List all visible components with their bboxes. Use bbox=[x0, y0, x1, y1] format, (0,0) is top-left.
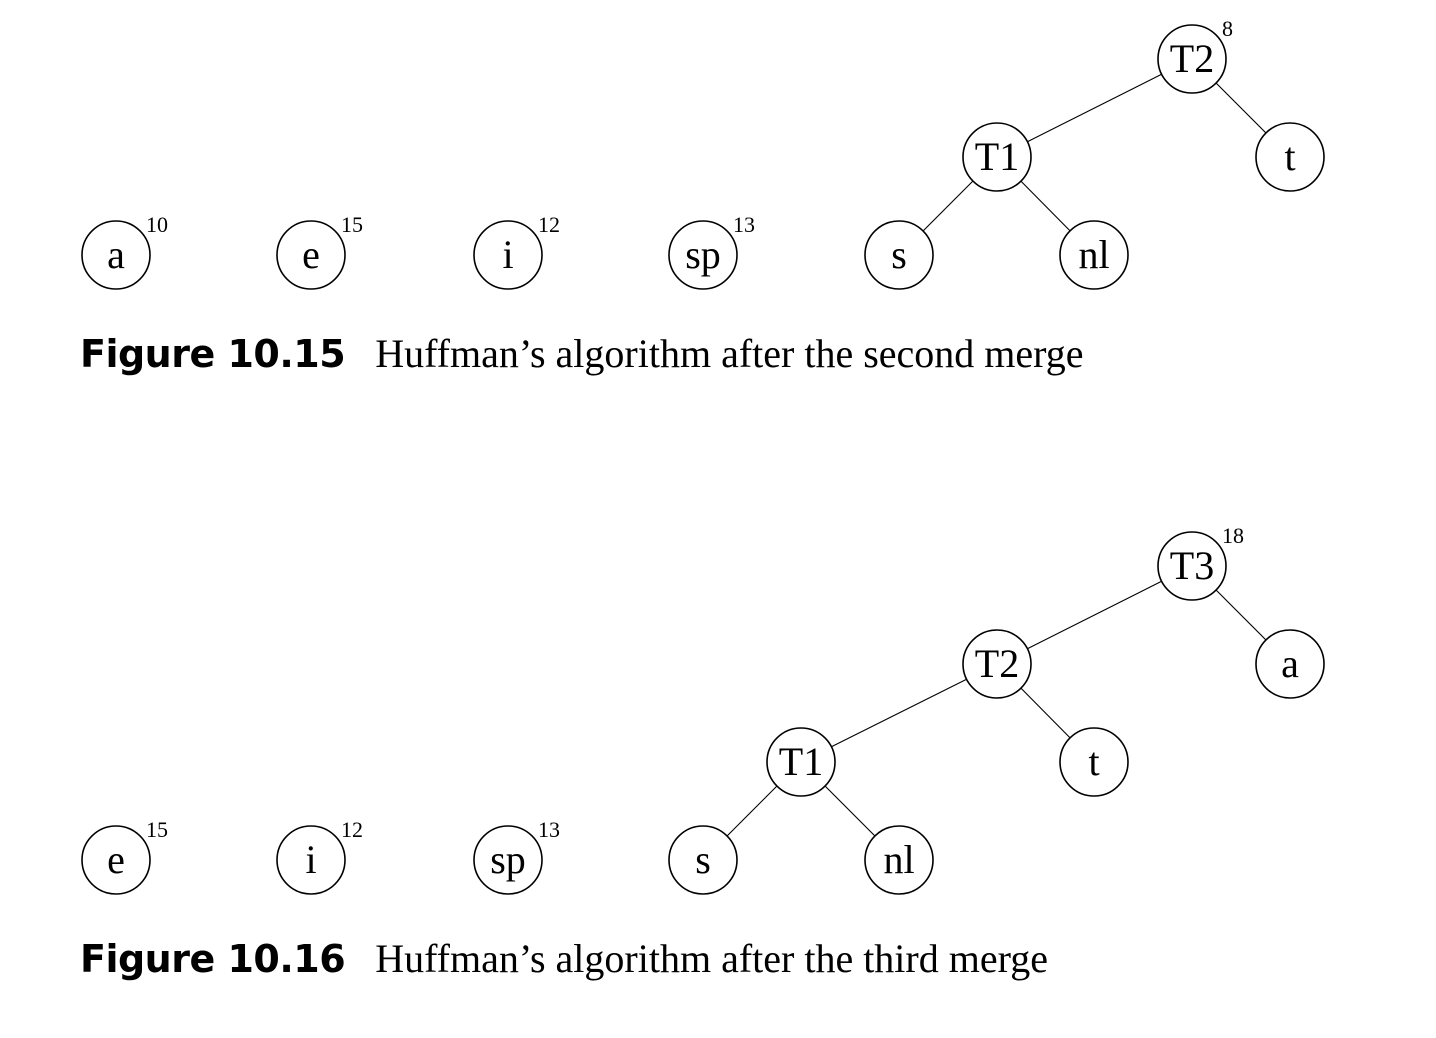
figure-10-15-caption: Figure 10.15 Huffman’s algorithm after th… bbox=[80, 330, 1084, 377]
node-circle bbox=[81, 825, 151, 895]
node-circle bbox=[1059, 727, 1129, 797]
node-label: T2 bbox=[975, 641, 1019, 686]
node-label: e bbox=[302, 232, 320, 277]
tree-node-sp: sp 13 bbox=[473, 817, 560, 895]
node-circle bbox=[864, 220, 934, 290]
edge-t2-t1 bbox=[831, 678, 967, 748]
node-label: T1 bbox=[779, 739, 823, 784]
tree-node-t2: T2 8 bbox=[1157, 16, 1233, 94]
tree-node-t: t bbox=[1255, 122, 1325, 192]
tree-node-s: s bbox=[668, 825, 738, 895]
tree-node-t1: T1 bbox=[962, 122, 1032, 192]
node-circle bbox=[1255, 122, 1325, 192]
node-label: sp bbox=[685, 232, 721, 277]
edge-t2-t1 bbox=[1027, 73, 1162, 143]
node-circle bbox=[1059, 220, 1129, 290]
figure-number: Figure 10.16 bbox=[80, 937, 346, 981]
figure-10-15-edges bbox=[922, 73, 1267, 232]
node-weight: 8 bbox=[1222, 16, 1233, 41]
node-circle bbox=[473, 825, 543, 895]
node-label: s bbox=[695, 837, 711, 882]
tree-node-i: i 12 bbox=[473, 212, 560, 290]
edge-t2-t bbox=[1020, 687, 1071, 739]
node-label: t bbox=[1284, 134, 1295, 179]
figure-10-15-tree: a 10 e 15 i 12 sp 13 T2 8T1 t s nl bbox=[81, 16, 1325, 290]
edge-t3-t2 bbox=[1027, 580, 1162, 650]
tree-node-t2: T2 bbox=[962, 629, 1032, 699]
node-circle bbox=[1255, 629, 1325, 699]
tree-node-sp: sp 13 bbox=[668, 212, 755, 290]
node-label: T1 bbox=[975, 134, 1019, 179]
figure-number: Figure 10.15 bbox=[80, 332, 346, 376]
node-weight: 10 bbox=[146, 212, 168, 237]
node-label: i bbox=[502, 232, 513, 277]
node-label: t bbox=[1088, 739, 1099, 784]
edge-t3-a bbox=[1215, 589, 1267, 641]
node-weight: 12 bbox=[538, 212, 560, 237]
node-circle bbox=[962, 122, 1032, 192]
edge-t1-s bbox=[726, 785, 778, 837]
node-circle bbox=[766, 727, 836, 797]
node-circle bbox=[864, 825, 934, 895]
node-weight: 15 bbox=[341, 212, 363, 237]
tree-node-e: e 15 bbox=[81, 817, 168, 895]
figure-10-16-caption: Figure 10.16 Huffman’s algorithm after th… bbox=[80, 935, 1048, 982]
figure-caption-text: Huffman’s algorithm after the second mer… bbox=[375, 331, 1084, 376]
tree-node-t1: T1 bbox=[766, 727, 836, 797]
node-weight: 13 bbox=[733, 212, 755, 237]
node-circle bbox=[276, 825, 346, 895]
node-circle bbox=[1157, 531, 1227, 601]
edge-t1-s bbox=[922, 180, 974, 232]
node-label: a bbox=[1281, 641, 1299, 686]
tree-node-i: i 12 bbox=[276, 817, 363, 895]
node-weight: 18 bbox=[1222, 523, 1244, 548]
tree-node-e: e 15 bbox=[276, 212, 363, 290]
edge-t1-nl bbox=[1020, 180, 1071, 232]
node-label: nl bbox=[883, 837, 914, 882]
node-label: i bbox=[305, 837, 316, 882]
node-circle bbox=[962, 629, 1032, 699]
tree-node-s: s bbox=[864, 220, 934, 290]
node-label: s bbox=[891, 232, 907, 277]
tree-node-nl: nl bbox=[1059, 220, 1129, 290]
edge-t1-nl bbox=[824, 785, 876, 837]
tree-node-a: a 10 bbox=[81, 212, 168, 290]
figure-10-16-edges bbox=[726, 580, 1267, 837]
node-label: T3 bbox=[1170, 543, 1214, 588]
node-label: a bbox=[107, 232, 125, 277]
edge-t2-t bbox=[1215, 82, 1267, 134]
node-circle bbox=[668, 220, 738, 290]
node-circle bbox=[473, 220, 543, 290]
tree-node-a: a bbox=[1255, 629, 1325, 699]
node-weight: 13 bbox=[538, 817, 560, 842]
tree-node-t3: T3 18 bbox=[1157, 523, 1244, 601]
node-circle bbox=[81, 220, 151, 290]
node-label: e bbox=[107, 837, 125, 882]
figure-caption-text: Huffman’s algorithm after the third merg… bbox=[375, 936, 1048, 981]
node-weight: 12 bbox=[341, 817, 363, 842]
node-circle bbox=[668, 825, 738, 895]
node-label: T2 bbox=[1170, 36, 1214, 81]
tree-node-nl: nl bbox=[864, 825, 934, 895]
node-circle bbox=[276, 220, 346, 290]
node-circle bbox=[1157, 24, 1227, 94]
tree-node-t: t bbox=[1059, 727, 1129, 797]
node-label: nl bbox=[1078, 232, 1109, 277]
node-label: sp bbox=[490, 837, 526, 882]
node-weight: 15 bbox=[146, 817, 168, 842]
